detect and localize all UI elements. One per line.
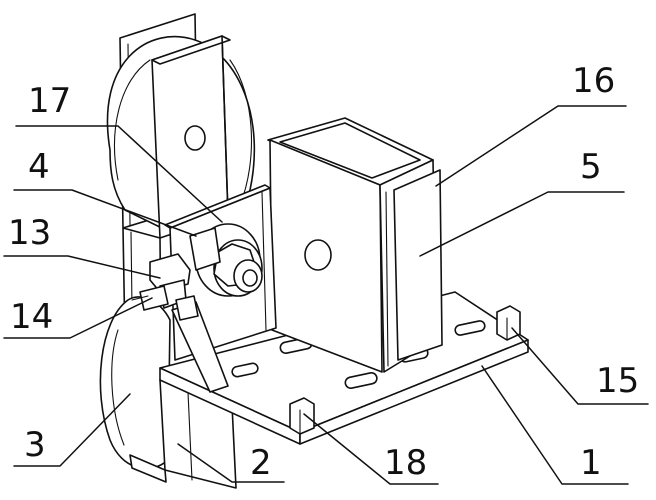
sensor-assembly: [131, 253, 229, 393]
stop-block-18: [289, 397, 315, 435]
stop-block-15: [496, 305, 521, 341]
left-upper-frame: [106, 13, 256, 239]
callout-13: 13: [8, 213, 52, 253]
callout-3: 3: [24, 425, 46, 465]
leader-lines: [3, 105, 649, 485]
callout-17: 17: [28, 81, 72, 121]
callout-18: 18: [384, 443, 428, 483]
callout-4: 4: [28, 147, 50, 187]
right-block-assembly: [267, 117, 443, 373]
callout-16: 16: [572, 61, 616, 101]
callout-14: 14: [10, 297, 54, 337]
callout-15: 15: [596, 361, 640, 401]
callout-2: 2: [250, 443, 272, 483]
callout-5: 5: [580, 147, 602, 187]
callout-1: 1: [580, 443, 602, 483]
nut-assembly: [189, 223, 263, 297]
